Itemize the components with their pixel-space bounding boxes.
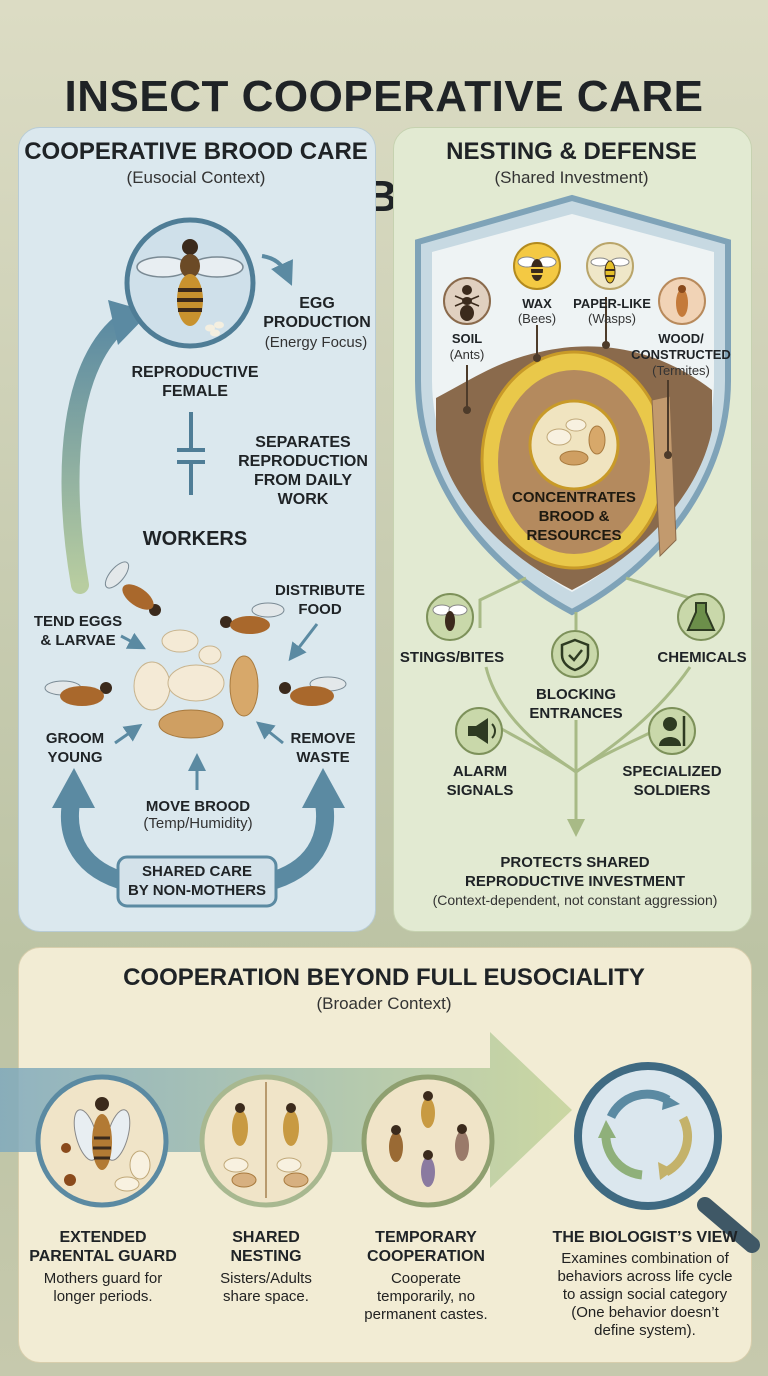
wood-note: (Termites) xyxy=(652,363,710,378)
parental-guard-icon xyxy=(35,1074,169,1208)
worker-bee-icon xyxy=(104,561,161,616)
beyond-title: COOPERATION BEYOND FULL EUSOCIALITY xyxy=(123,964,645,991)
brood-subtitle: (Eusocial Context) xyxy=(126,168,266,187)
blocking-label: BLOCKING ENTRANCES xyxy=(529,686,623,722)
egg-production-note: (Energy Focus) xyxy=(264,334,368,351)
ant-icon xyxy=(443,277,491,325)
nesting-subtitle: (Shared Investment) xyxy=(494,168,649,187)
parental-guard-title: EXTENDED PARENTAL GUARD xyxy=(29,1229,177,1265)
worker-bee-icon xyxy=(44,680,112,706)
wasp-icon xyxy=(586,242,634,290)
temporary-cooperation-title: TEMPORARY COOPERATION xyxy=(367,1229,485,1265)
termite-icon xyxy=(658,277,706,325)
remove-waste-label: REMOVE WASTE xyxy=(290,730,356,766)
workers-label: WORKERS xyxy=(142,528,248,550)
larvae-cluster-icon xyxy=(133,629,259,739)
groom-young-label: GROOM YOUNG xyxy=(45,730,105,766)
shared-care-box xyxy=(116,855,278,908)
soil-label: SOIL xyxy=(451,331,483,346)
megaphone-icon xyxy=(455,707,503,755)
bee-icon xyxy=(513,242,561,290)
worker-bee-icon xyxy=(220,602,285,634)
protects-note: (Context-dependent, not constant aggress… xyxy=(432,892,718,908)
beyond-subtitle: (Broader Context) xyxy=(316,994,452,1013)
nesting-title: NESTING & DEFENSE xyxy=(446,138,697,165)
tend-eggs-label: TEND EGGS & LARVAE xyxy=(33,613,123,649)
stings-label: STINGS/BITES xyxy=(399,649,505,666)
shield-check-icon xyxy=(551,630,599,678)
queen-bee-icon xyxy=(136,239,244,337)
concentrates-label: CONCENTRATES BROOD & RESOURCES xyxy=(512,489,636,544)
wood-label: WOOD/ CONSTRUCTED xyxy=(631,331,731,362)
wax-label: WAX xyxy=(522,296,552,311)
chemicals-label: CHEMICALS xyxy=(657,649,747,666)
paper-note: (Wasps) xyxy=(588,311,636,326)
temporary-cooperation-desc: Cooperate temporarily, no permanent cast… xyxy=(364,1270,488,1323)
biologist-view-title: THE BIOLOGIST’S VIEW xyxy=(552,1229,738,1246)
alarm-label: ALARM SIGNALS xyxy=(446,763,514,799)
protects-label: PROTECTS SHARED REPRODUCTIVE INVESTMENT xyxy=(464,854,686,890)
egg-production-label: EGG PRODUCTION xyxy=(263,295,371,331)
brood-title: COOPERATIVE BROOD CARE xyxy=(24,138,368,165)
wood-pillar xyxy=(651,395,677,558)
shared-care-label: SHARED CARE BY NON-MOTHERS xyxy=(127,863,267,899)
move-brood-label: MOVE BROOD xyxy=(145,798,251,815)
move-brood-note: (Temp/Humidity) xyxy=(143,815,253,832)
brood-chamber xyxy=(528,399,620,491)
separator-symbol xyxy=(177,412,205,495)
wax-note: (Bees) xyxy=(517,311,557,326)
paper-label: PAPER-LIKE xyxy=(573,296,651,311)
parental-guard-desc: Mothers guard for longer periods. xyxy=(43,1270,163,1305)
shared-nesting-title: SHARED NESTING xyxy=(230,1229,302,1265)
temporary-cooperation-icon xyxy=(361,1074,495,1208)
distribute-food-label: DISTRIBUTE FOOD xyxy=(275,582,365,618)
soldiers-label: SPECIALIZED SOLDIERS xyxy=(622,763,722,799)
stinger-bee-icon xyxy=(426,593,474,641)
title-line-1: INSECT COOPERATIVE CARE xyxy=(64,72,704,121)
worker-bee-icon xyxy=(279,676,347,706)
shared-nesting-desc: Sisters/Adults share space. xyxy=(220,1270,312,1305)
shared-nesting-icon xyxy=(199,1074,333,1208)
soldier-icon xyxy=(648,707,696,755)
magnifier-icon xyxy=(574,1062,760,1253)
soil-note: (Ants) xyxy=(449,347,485,362)
reproductive-female-label: REPRODUCTIVE FEMALE xyxy=(131,364,259,400)
separates-label: SEPARATES REPRODUCTION FROM DAILY WORK xyxy=(238,434,368,508)
cycle-arrow xyxy=(61,311,134,594)
biologist-view-desc: Examines combination of behaviors across… xyxy=(557,1250,733,1339)
flask-icon xyxy=(677,593,725,641)
